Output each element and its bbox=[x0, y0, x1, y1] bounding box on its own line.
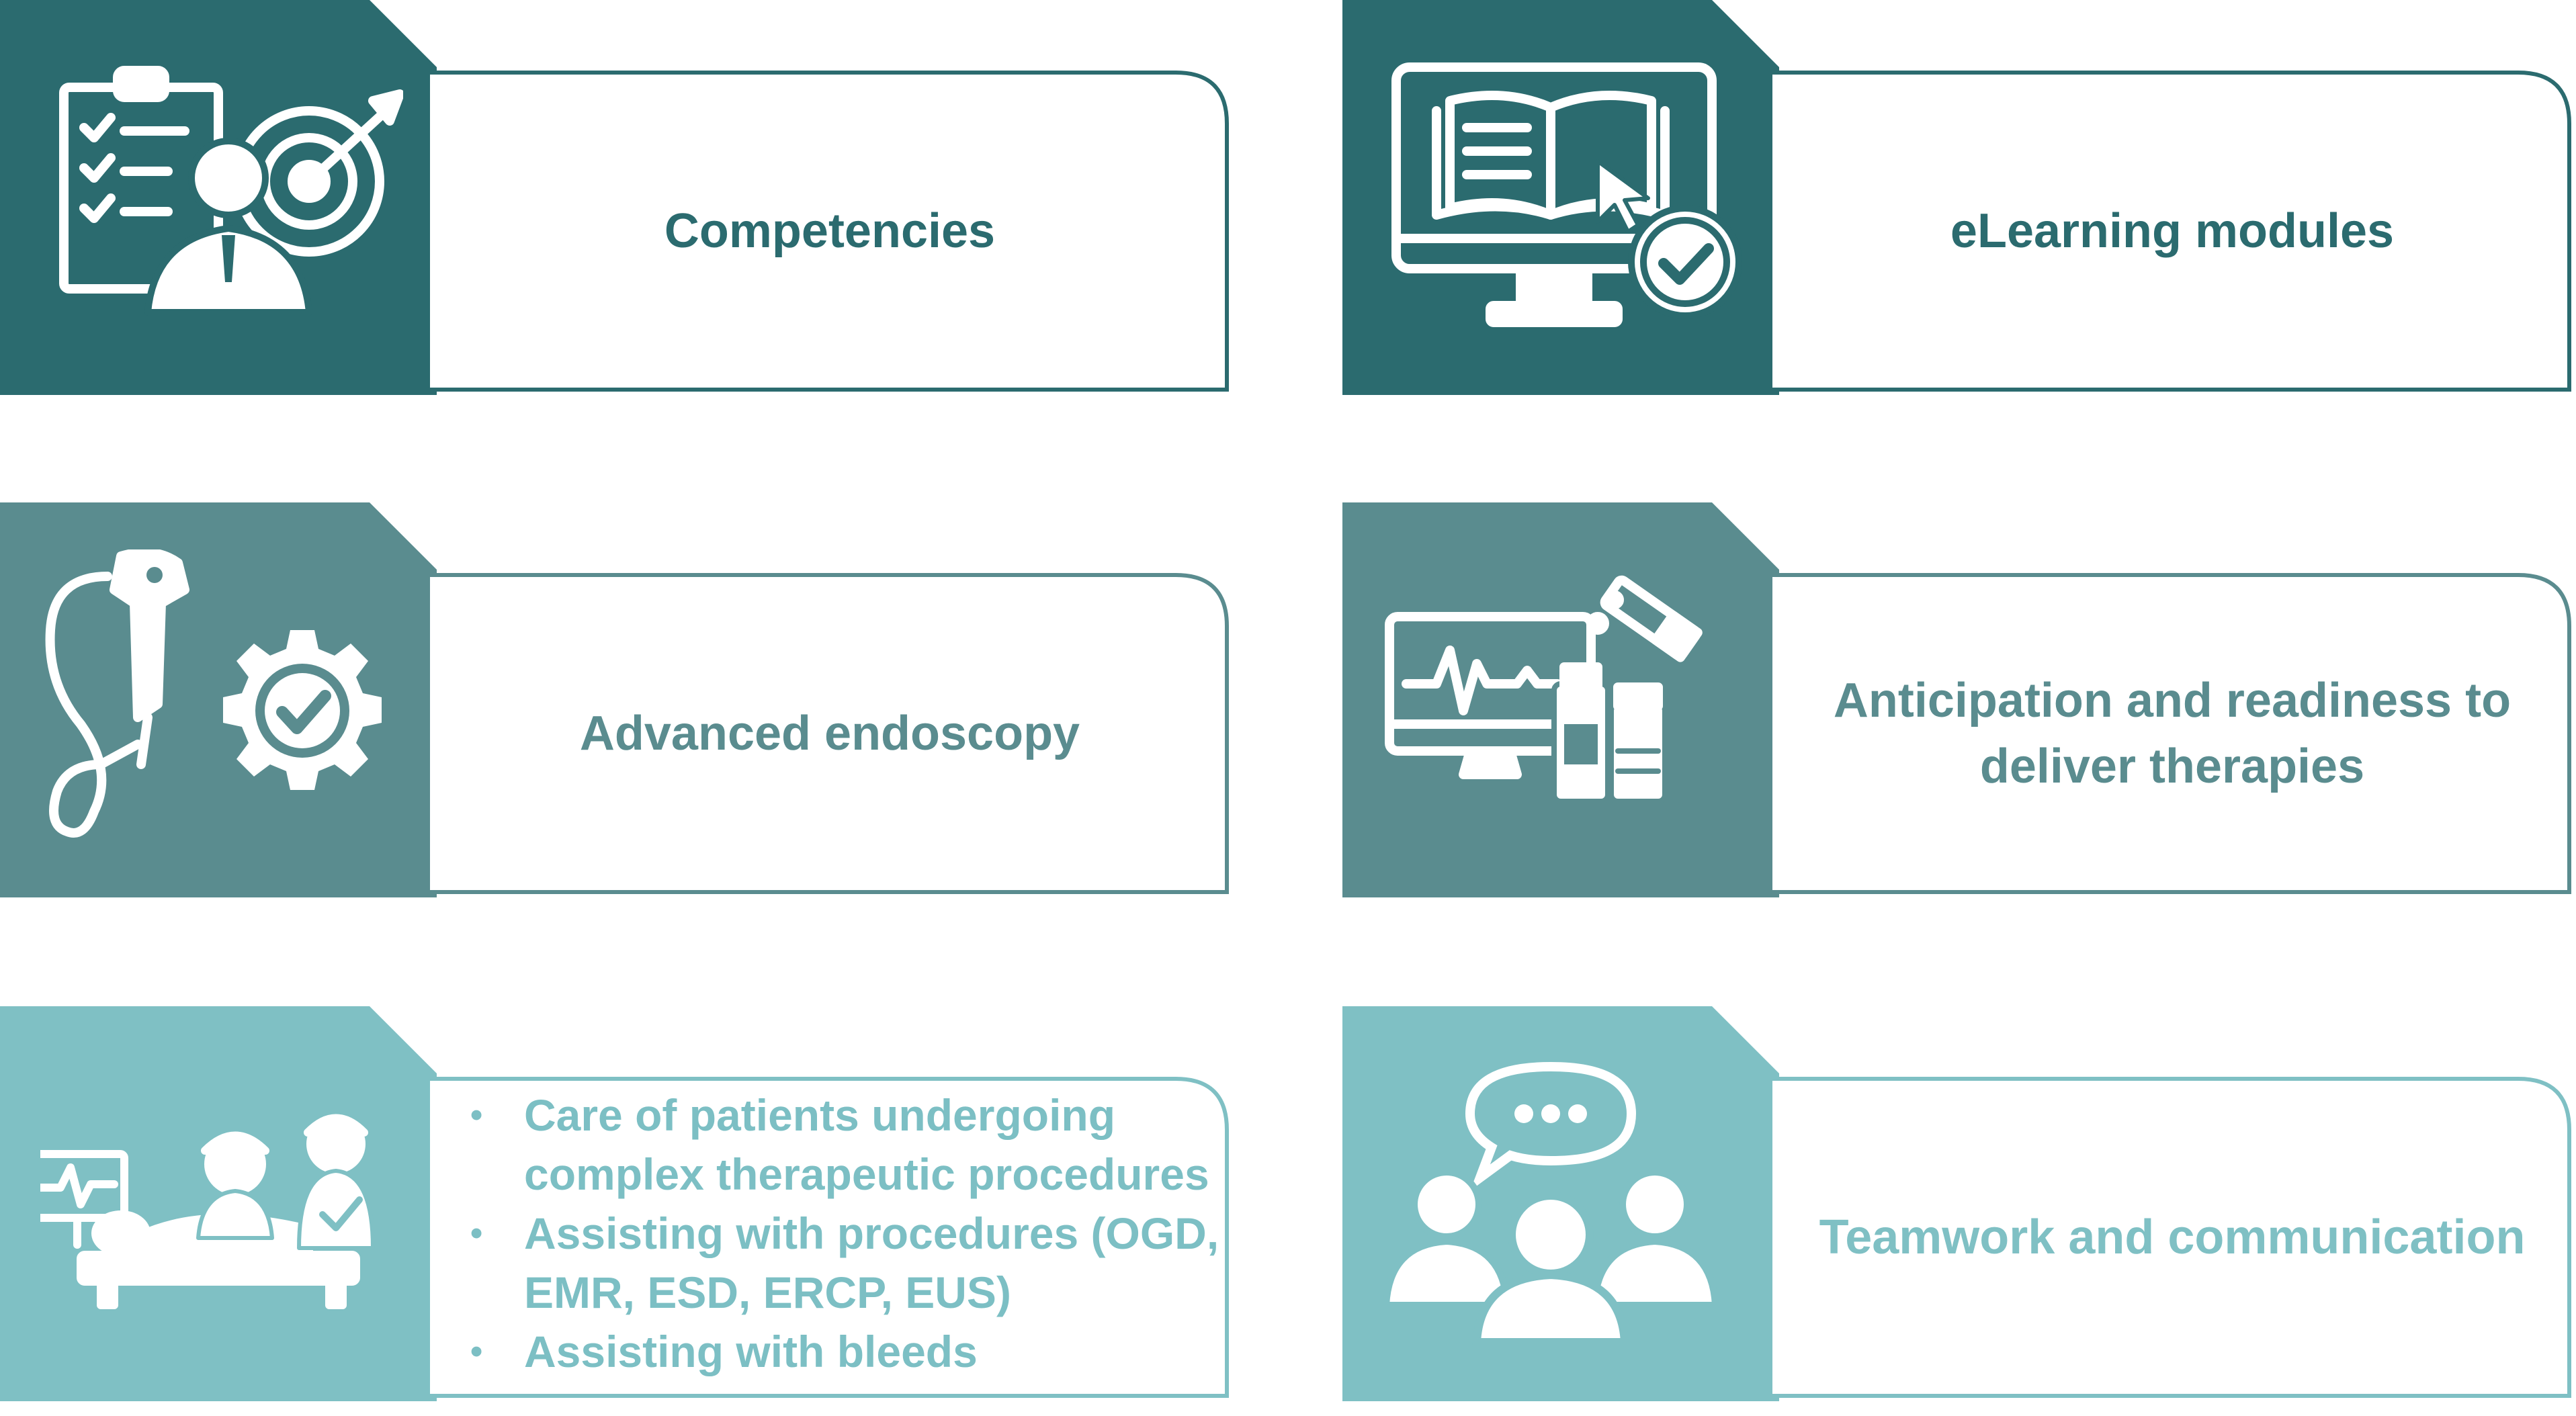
checklist-target-person-icon bbox=[59, 66, 403, 316]
icon-panel bbox=[0, 1006, 437, 1401]
icon-panel bbox=[1342, 1006, 1779, 1401]
card-title: Anticipation and readiness to deliver th… bbox=[1786, 572, 2559, 895]
icon-panel bbox=[1342, 502, 1779, 897]
bullet-item: •Assisting with bleeds bbox=[470, 1327, 978, 1376]
icon-panel bbox=[0, 502, 437, 897]
card-title: Advanced endoscopy bbox=[579, 707, 1080, 760]
bullet-item: •Care of patients undergoing complex the… bbox=[470, 1090, 1209, 1199]
monitor-book-check-icon bbox=[1391, 62, 1742, 327]
card-anticipation: Anticipation and readiness to deliver th… bbox=[1342, 502, 2575, 897]
text-panel: Competencies bbox=[430, 70, 1230, 392]
card-title: Competencies bbox=[664, 204, 996, 258]
text-panel: Anticipation and readiness to deliver th… bbox=[1772, 572, 2572, 895]
text-panel: Teamwork and communication bbox=[1772, 1076, 2572, 1399]
bullet-item: •Assisting with procedures (OGD, EMR, ES… bbox=[470, 1208, 1219, 1317]
text-panel: Advanced endoscopy bbox=[430, 572, 1230, 895]
card-title: eLearning modules bbox=[1950, 204, 2395, 258]
patient-bed-nurses-icon bbox=[40, 1114, 375, 1309]
card-competencies: Competencies bbox=[0, 0, 1233, 395]
card-title: Teamwork and communication bbox=[1819, 1210, 2526, 1264]
card-title-line2: deliver therapies bbox=[1979, 740, 2365, 793]
text-panel: •Care of patients undergoing complex the… bbox=[430, 1076, 1230, 1399]
bullet-list: •Care of patients undergoing complex the… bbox=[443, 1086, 1223, 1381]
card-elearning: eLearning modules bbox=[1342, 0, 2575, 395]
group-speech-icon bbox=[1383, 1061, 1719, 1346]
card-patient-care: •Care of patients undergoing complex the… bbox=[0, 1006, 1233, 1401]
card-advanced-endoscopy: Advanced endoscopy bbox=[0, 502, 1233, 897]
card-title-line1: Anticipation and readiness to bbox=[1833, 674, 2511, 727]
monitor-medicine-icon bbox=[1385, 575, 1703, 804]
card-teamwork: Teamwork and communication bbox=[1342, 1006, 2575, 1401]
text-panel: eLearning modules bbox=[1772, 70, 2572, 392]
icon-panel bbox=[0, 0, 437, 395]
endoscope-gear-icon bbox=[45, 549, 382, 838]
icon-panel bbox=[1342, 0, 1779, 395]
